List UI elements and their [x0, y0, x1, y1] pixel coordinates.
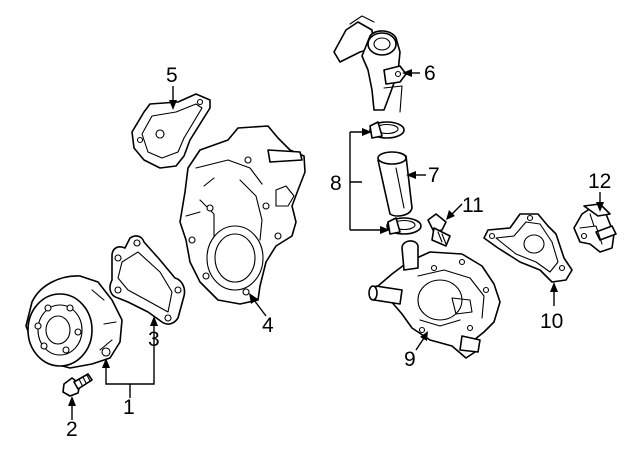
leader-lines	[68, 69, 604, 420]
water-outlet-part[interactable]	[333, 15, 407, 113]
bracket-part[interactable]	[573, 203, 617, 253]
callout-5[interactable]: 5	[166, 64, 178, 87]
hose-clamp-upper-part[interactable]	[369, 121, 405, 139]
callout-1[interactable]: 1	[123, 396, 135, 419]
callout-7[interactable]: 7	[428, 164, 440, 187]
hose-part[interactable]	[377, 151, 413, 217]
bolt-part[interactable]	[62, 373, 93, 397]
callout-6[interactable]: 6	[424, 62, 436, 85]
callout-4[interactable]: 4	[262, 314, 274, 337]
callout-3[interactable]: 3	[148, 328, 160, 351]
callout-11[interactable]: 11	[462, 194, 484, 217]
thermostat-housing-part[interactable]	[368, 240, 501, 359]
gasket-part[interactable]	[109, 235, 186, 325]
thermostat-gasket-part[interactable]	[483, 213, 573, 283]
callout-12[interactable]: 12	[588, 170, 611, 193]
small-gasket-part[interactable]	[131, 93, 211, 169]
hose-clamp-lower-part[interactable]	[386, 217, 422, 235]
callout-8[interactable]: 8	[330, 172, 342, 195]
temperature-sensor-part[interactable]	[427, 213, 451, 247]
timing-cover-part[interactable]	[179, 125, 306, 305]
water-pump-part[interactable]	[25, 275, 123, 369]
callout-10[interactable]: 10	[540, 310, 563, 333]
callout-9[interactable]: 9	[404, 348, 416, 371]
callout-labels: 1 2 3 4 5 6 7 8 9 10 11 12	[66, 62, 611, 441]
callout-2[interactable]: 2	[66, 418, 78, 441]
